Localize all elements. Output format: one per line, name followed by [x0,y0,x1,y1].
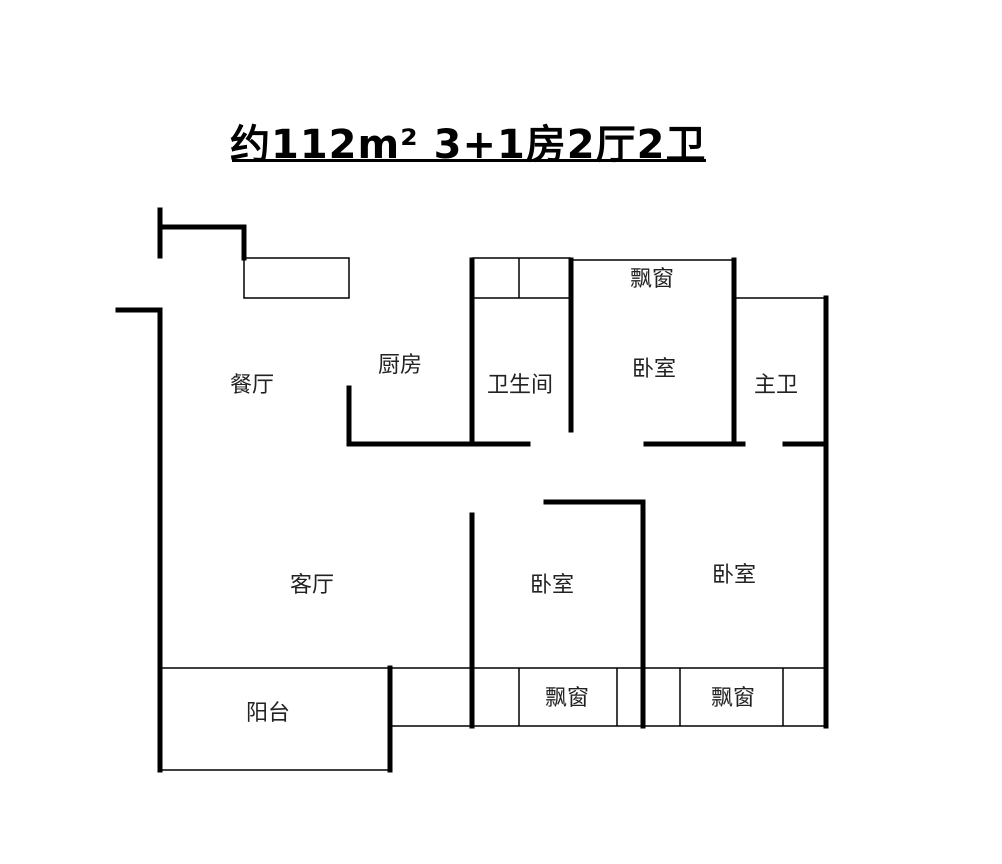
label-kitchen: 厨房 [378,353,422,378]
label-balcony: 阳台 [246,701,290,726]
walls [115,207,829,773]
label-bedroom-right: 卧室 [712,563,756,588]
label-bay-window-middle: 飘窗 [545,686,589,711]
label-bedroom-top: 卧室 [632,357,676,382]
label-bathroom: 卫生间 [487,373,553,398]
label-bay-window-right: 飘窗 [711,686,755,711]
title-underline [232,159,706,162]
label-master-bath: 主卫 [754,373,798,398]
label-dining: 餐厅 [230,373,274,398]
label-living: 客厅 [290,573,334,598]
label-bay-window-top: 飘窗 [630,267,674,292]
label-bedroom-middle: 卧室 [530,573,574,598]
